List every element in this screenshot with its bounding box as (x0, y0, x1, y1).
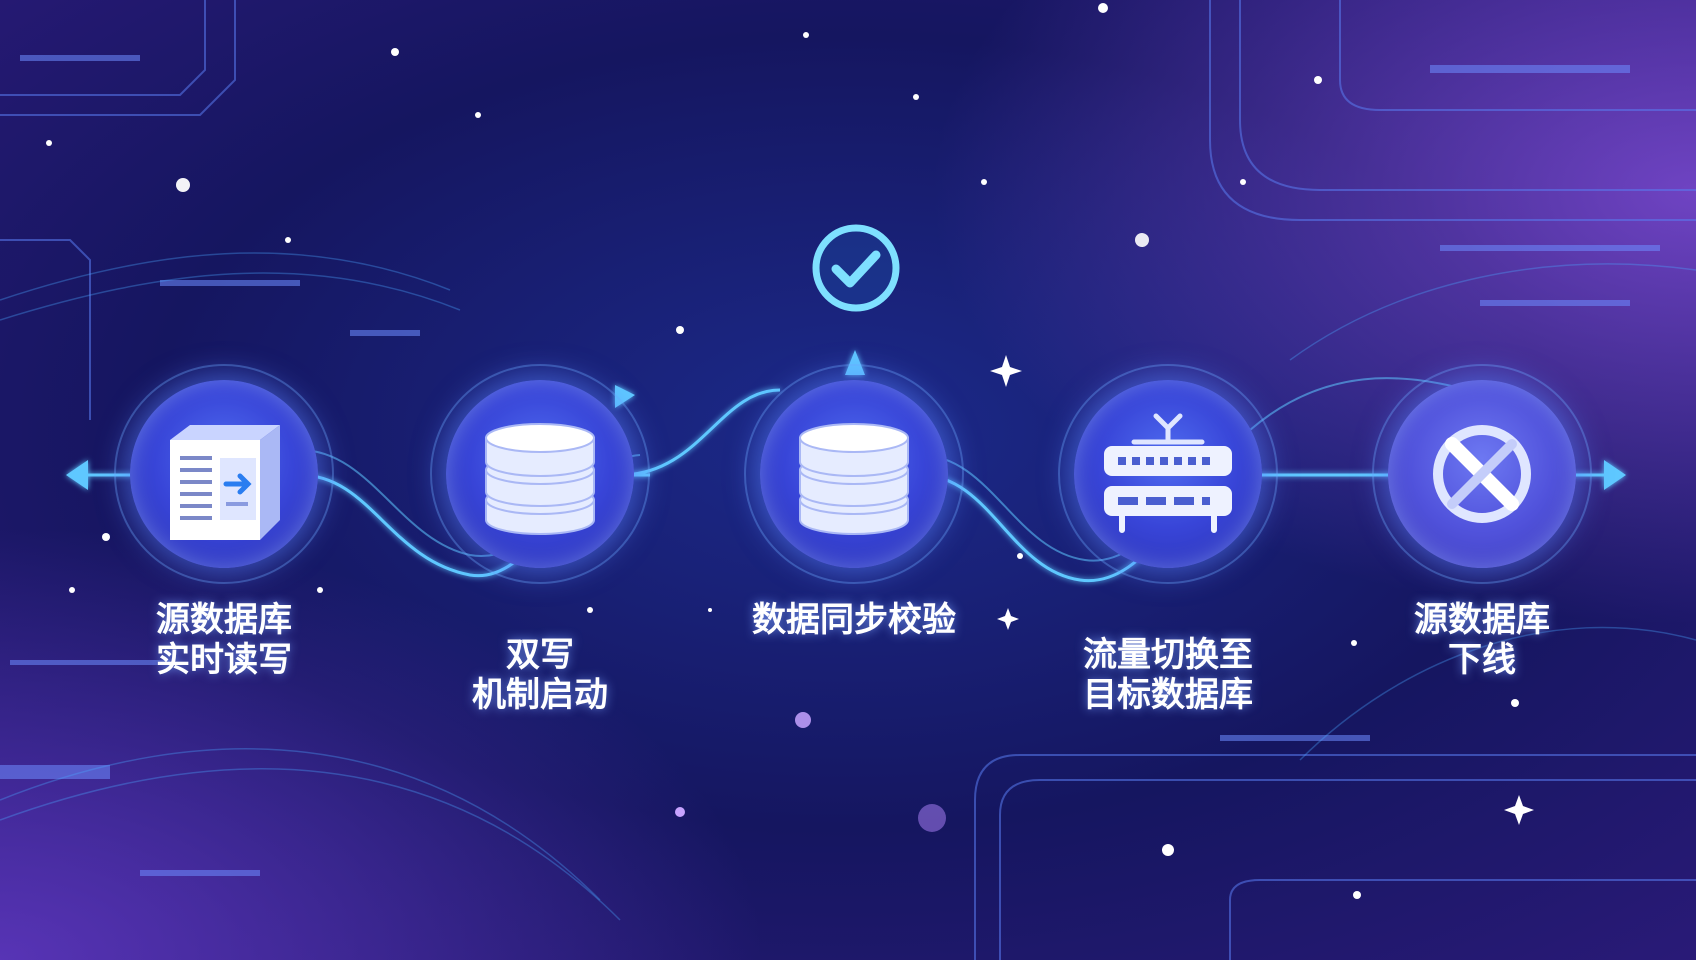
step-5-label-line-2: 下线 (1448, 640, 1516, 680)
disconnect-icon (1433, 425, 1531, 523)
step-1-label: 源数据库 实时读写 (84, 600, 364, 680)
step-5-label: 源数据库 下线 (1342, 600, 1622, 680)
step-2-node (430, 364, 650, 584)
step-2-label-line-2: 机制启动 (472, 675, 608, 715)
step-3-label-line-1: 数据同步校验 (752, 600, 956, 640)
step-4-label: 流量切换至 目标数据库 (1028, 635, 1308, 715)
step-2-label-line-1: 双写 (506, 635, 574, 675)
step-3-label: 数据同步校验 (714, 600, 994, 640)
checkmark-icon (812, 224, 900, 312)
server-arrow-icon (170, 425, 280, 540)
network-switch-icon (1104, 413, 1232, 533)
step-1-label-line-2: 实时读写 (156, 640, 292, 680)
database-icon (485, 423, 595, 535)
step-2-label: 双写 机制启动 (400, 635, 680, 715)
step-3-node (744, 364, 964, 584)
step-4-label-line-1: 流量切换至 (1083, 635, 1253, 675)
step-4-label-line-2: 目标数据库 (1083, 675, 1253, 715)
step-4-node (1058, 364, 1278, 584)
database-icon (799, 423, 909, 535)
step-5-label-line-1: 源数据库 (1414, 600, 1550, 640)
step-1-label-line-1: 源数据库 (156, 600, 292, 640)
step-1-node (114, 364, 334, 584)
step-5-node (1372, 364, 1592, 584)
